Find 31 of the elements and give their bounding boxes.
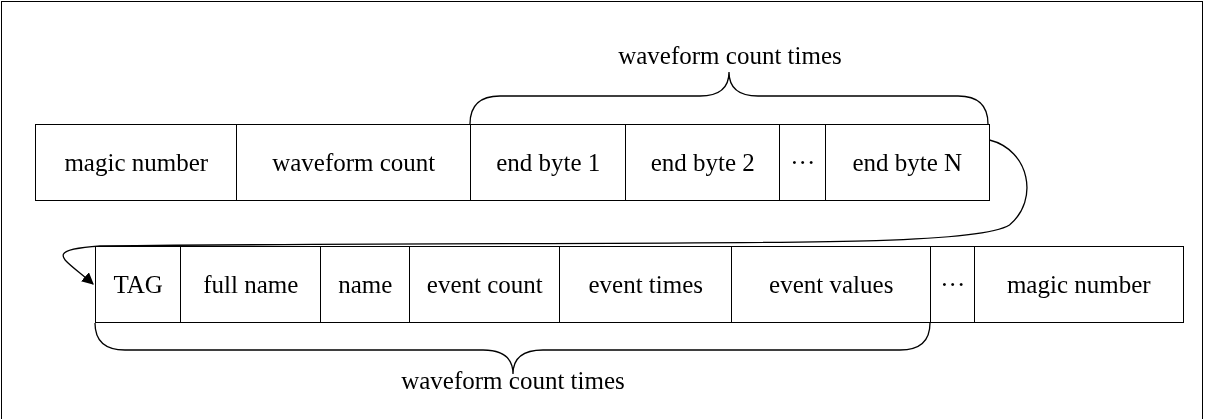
field-cell bbox=[625, 124, 781, 201]
field-name: end byte N bbox=[852, 148, 963, 177]
field-cell bbox=[35, 124, 238, 201]
field-cell bbox=[825, 124, 990, 201]
field-cell bbox=[95, 246, 182, 323]
field-cell bbox=[974, 246, 1184, 323]
field-name: full name bbox=[203, 270, 299, 299]
field-cell bbox=[180, 246, 322, 323]
field-name: ··· bbox=[790, 148, 816, 177]
field-name: event values bbox=[769, 270, 894, 299]
repeat-label: waveform count times bbox=[401, 367, 625, 395]
field-name: event count bbox=[426, 270, 543, 299]
field-cell bbox=[731, 246, 932, 323]
field-name: event times bbox=[588, 270, 704, 299]
field-name: ··· bbox=[940, 270, 966, 299]
field-name: end byte 1 bbox=[496, 148, 601, 177]
field-cell bbox=[559, 246, 733, 323]
curved-arrow bbox=[62, 139, 1028, 285]
repeat-label: waveform count times bbox=[618, 42, 842, 70]
field-cell bbox=[320, 246, 411, 323]
field-cell bbox=[236, 124, 472, 201]
field-name: TAG bbox=[113, 270, 163, 299]
field-cell bbox=[470, 124, 627, 201]
field-name: name bbox=[338, 270, 393, 299]
field-cell bbox=[409, 246, 561, 323]
field-name: waveform count bbox=[272, 148, 436, 177]
field-name: end byte 2 bbox=[650, 148, 755, 177]
field-name: magic number bbox=[1006, 270, 1151, 299]
field-cell bbox=[930, 246, 976, 323]
field-cell bbox=[779, 124, 827, 201]
field-name: magic number bbox=[64, 148, 209, 177]
